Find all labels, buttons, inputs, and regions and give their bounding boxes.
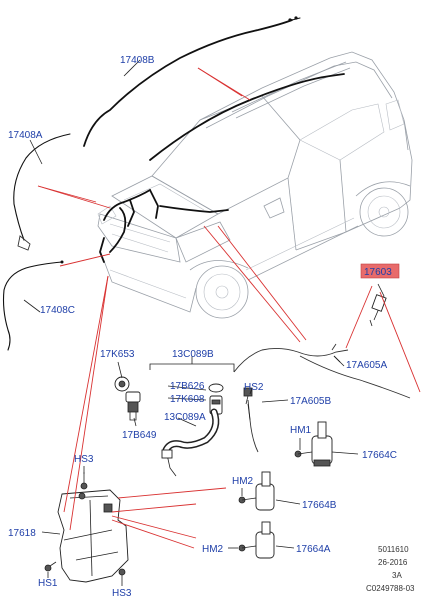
- label-17664B: 17664B: [302, 500, 337, 511]
- filler-cap-17B649: [125, 391, 141, 421]
- rear-washer-nozzle-17603: [369, 283, 387, 327]
- fixing-HS2: [243, 387, 253, 421]
- hose-roof: [149, 73, 345, 161]
- label-13C089A: 13C089A: [164, 412, 206, 423]
- tube-17A605B: [247, 399, 259, 453]
- callout-lines: [23, 59, 359, 586]
- label-HM1: HM1: [290, 425, 312, 436]
- label-17B649: 17B649: [122, 430, 157, 441]
- fastener-HS3-top: [80, 472, 88, 490]
- washer-hoses: [2, 16, 411, 453]
- leader-lines: [37, 67, 421, 549]
- grommet-17K653: [114, 376, 130, 392]
- part-labels: 17408B 17408A 17408C 17603 17K653 13C089…: [8, 55, 400, 599]
- label-17618: 17618: [8, 528, 36, 539]
- label-17408B: 17408B: [120, 55, 155, 66]
- vehicle-outline: [97, 51, 413, 319]
- label-17664C: 17664C: [362, 450, 397, 461]
- washer-pump-17664A: [238, 521, 275, 559]
- washer-reservoir-17618: [57, 489, 129, 583]
- label-17603: 17603: [364, 267, 392, 278]
- label-HS3-top: HS3: [74, 454, 94, 465]
- label-17B626: 17B626: [170, 381, 205, 392]
- label-HS1: HS1: [38, 578, 58, 589]
- label-17664A: 17664A: [296, 544, 331, 555]
- label-17A605B: 17A605B: [290, 396, 331, 407]
- hose-17408A: [13, 133, 71, 241]
- label-13C089B: 13C089B: [172, 349, 214, 360]
- fastener-HS3-bottom: [118, 568, 126, 580]
- label-17K653: 17K653: [100, 349, 135, 360]
- tube-17A605A: [233, 347, 349, 373]
- filler-hose-13C089A: [161, 408, 220, 477]
- label-HM2-lower: HM2: [202, 544, 224, 555]
- label-17A605A: 17A605A: [346, 360, 387, 371]
- hose-17408C: [2, 261, 63, 351]
- ref-line-2: 26-2016: [378, 558, 408, 567]
- fastener-HS1: [44, 561, 57, 572]
- label-HS3-bottom: HS3: [112, 588, 132, 599]
- ref-line-3: 3A: [392, 571, 402, 580]
- highlight-17603: [360, 263, 400, 279]
- label-17408C: 17408C: [40, 305, 75, 316]
- label-17408A: 17408A: [8, 130, 43, 141]
- hose-17408B: [83, 19, 293, 147]
- ref-line-1: 5011610: [378, 545, 409, 554]
- ref-line-4: C0249788-03: [366, 584, 415, 593]
- washer-pump-17664B: [238, 471, 275, 511]
- label-17K608: 17K608: [170, 394, 205, 405]
- label-HS2: HS2: [244, 382, 264, 393]
- reference-block: 5011610 26-2016 3A C0249788-03: [366, 545, 415, 593]
- washer-pump-17664C: [294, 421, 333, 467]
- label-HM2-upper: HM2: [232, 476, 254, 487]
